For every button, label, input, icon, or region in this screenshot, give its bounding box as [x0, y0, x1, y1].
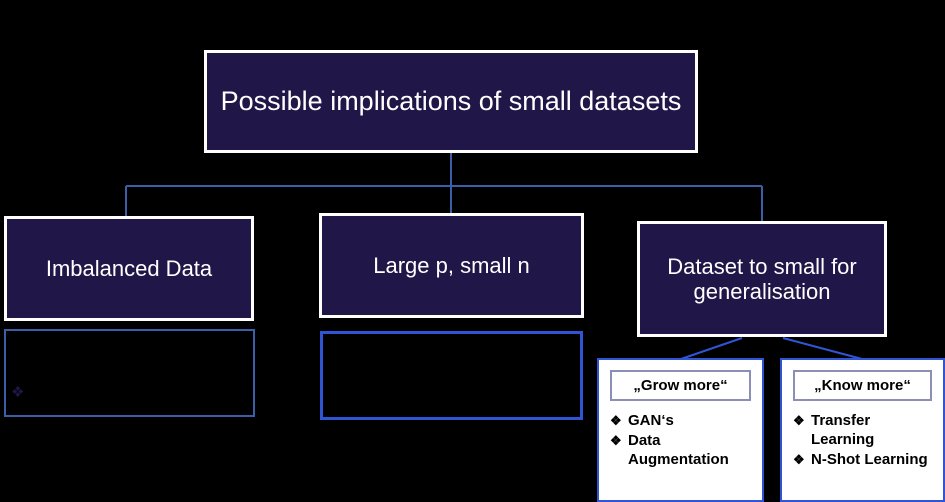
- list-item-label: N-Shot Learning: [811, 450, 928, 468]
- list-item: ❖ N-Shot Learning: [791, 451, 934, 470]
- floret-bullet-icon: ❖: [793, 413, 805, 428]
- list-item: ❖ Data Augmentation: [608, 432, 753, 470]
- list-item: ❖ Transfer Learning: [791, 412, 934, 450]
- leaf-panel-know-more-header: „Know more“: [793, 370, 932, 401]
- imbalanced-detail-box[interactable]: [4, 329, 255, 417]
- list-item-label: Data Augmentation: [628, 431, 729, 468]
- leaf-panel-know-more[interactable]: „Know more“ ❖ Transfer Learning ❖ N-Shot…: [780, 358, 945, 502]
- node-dataset-to-small-for-generalisation-label: Dataset to small for generalisation: [667, 253, 857, 304]
- node-imbalanced-data[interactable]: Imbalanced Data: [4, 216, 254, 321]
- leaf-panel-grow-more-header: „Grow more“: [610, 370, 751, 401]
- leaf-panel-know-more-list: ❖ Transfer Learning ❖ N-Shot Learning: [791, 412, 934, 469]
- node-large-p-small-n-label: Large p, small n: [373, 252, 530, 278]
- floret-bullet-icon: ❖: [610, 413, 622, 428]
- floret-bullet-icon: ❖: [793, 451, 805, 467]
- node-possible-implications[interactable]: Possible implications of small datasets: [204, 50, 698, 153]
- floret-bullet-icon: ❖: [610, 432, 622, 448]
- node-dataset-to-small-for-generalisation[interactable]: Dataset to small for generalisation: [637, 221, 887, 337]
- leaf-panel-grow-more[interactable]: „Grow more“ ❖ GAN‘s ❖ Data Augmentation: [597, 358, 764, 502]
- largep-detail-box[interactable]: [320, 331, 583, 420]
- list-item: ❖ GAN‘s: [608, 412, 753, 431]
- leaf-panel-grow-more-list: ❖ GAN‘s ❖ Data Augmentation: [608, 412, 753, 469]
- list-item-label: GAN‘s: [628, 412, 674, 429]
- node-large-p-small-n[interactable]: Large p, small n: [319, 213, 584, 318]
- node-possible-implications-label: Possible implications of small datasets: [220, 85, 682, 116]
- list-item-label: Transfer Learning: [811, 412, 875, 448]
- node-imbalanced-data-label: Imbalanced Data: [45, 255, 213, 281]
- stray-floret-bullet-icon: ❖: [11, 384, 25, 401]
